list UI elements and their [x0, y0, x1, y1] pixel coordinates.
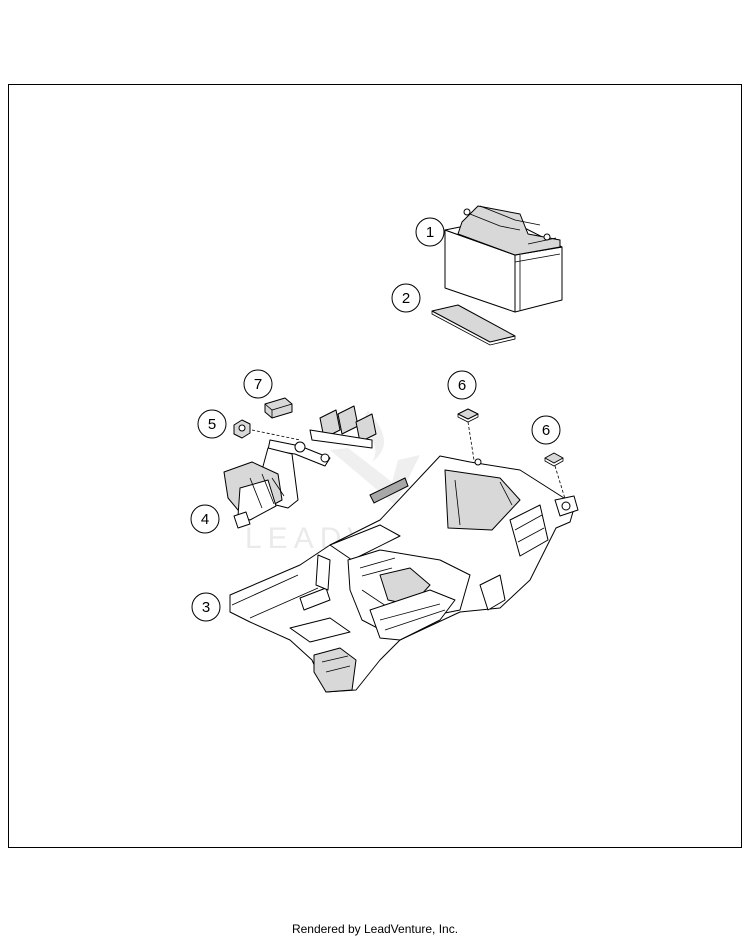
- battery-pad-part[interactable]: [431, 304, 516, 346]
- screw-part-left[interactable]: [457, 408, 479, 461]
- screw-part-right[interactable]: [544, 452, 567, 503]
- bracket-part[interactable]: [223, 405, 377, 529]
- callout-6b[interactable]: 6: [531, 415, 561, 445]
- nut-part[interactable]: [233, 419, 301, 441]
- callout-7-label: 7: [254, 376, 262, 393]
- callout-1[interactable]: 1: [415, 217, 445, 247]
- callout-2-label: 2: [402, 290, 410, 307]
- callout-7[interactable]: 7: [243, 369, 273, 399]
- callout-4-label: 4: [201, 511, 209, 528]
- callout-6b-label: 6: [542, 422, 550, 439]
- cap-part[interactable]: [264, 397, 293, 419]
- callout-1-label: 1: [426, 224, 434, 241]
- callout-3[interactable]: 3: [191, 592, 221, 622]
- diagram-frame: [8, 84, 742, 848]
- callout-2[interactable]: 2: [391, 283, 421, 313]
- tray-part[interactable]: [229, 455, 579, 693]
- callout-4[interactable]: 4: [190, 504, 220, 534]
- battery-part[interactable]: [444, 205, 563, 313]
- callout-6a[interactable]: 6: [447, 370, 477, 400]
- footer-credit: Rendered by LeadVenture, Inc.: [291, 922, 459, 936]
- callout-3-label: 3: [202, 599, 210, 616]
- callout-5-label: 5: [208, 416, 216, 433]
- callout-5[interactable]: 5: [197, 409, 227, 439]
- callout-6a-label: 6: [458, 377, 466, 394]
